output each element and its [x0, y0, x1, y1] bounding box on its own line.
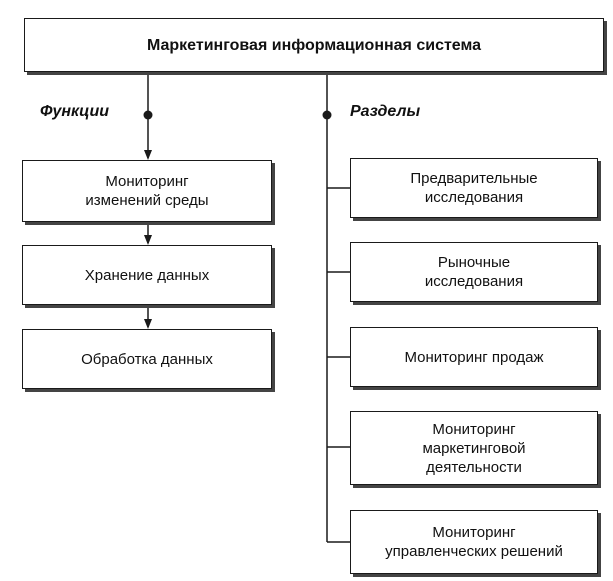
functions-arrow-3	[144, 319, 152, 329]
section-box-sales-monitoring: Мониторинг продаж	[350, 327, 598, 387]
title-box: Маркетинговая информационная система	[24, 18, 604, 72]
functions-arrow-2	[144, 235, 152, 245]
sections-junction-dot	[323, 111, 332, 120]
functions-arrow-1	[144, 150, 152, 160]
section-box-marketing-activity-monitoring: Мониторинг маркетинговой деятельности	[350, 411, 598, 485]
section-box-preliminary-research: Предварительные исследования	[350, 158, 598, 218]
section-box-management-decisions-monitoring: Мониторинг управленческих решений	[350, 510, 598, 574]
function-box-storage: Хранение данных	[22, 245, 272, 305]
functions-label: Функции	[40, 103, 109, 121]
function-box-monitoring: Мониторинг изменений среды	[22, 160, 272, 222]
functions-junction-dot	[144, 111, 153, 120]
sections-label: Разделы	[350, 103, 420, 121]
function-box-processing: Обработка данных	[22, 329, 272, 389]
section-box-market-research: Рыночные исследования	[350, 242, 598, 302]
diagram-title: Маркетинговая информационная система	[147, 36, 481, 55]
